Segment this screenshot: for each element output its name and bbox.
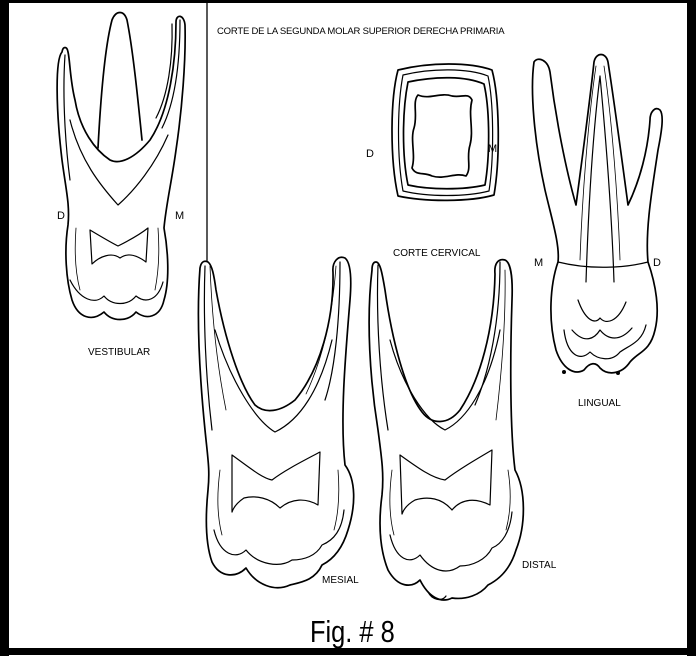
mesial-crown-right-line bbox=[334, 470, 339, 530]
cervical-distal-mark: D bbox=[366, 148, 374, 160]
frame-top-edge bbox=[0, 0, 696, 3]
vestibular-left-root-line bbox=[64, 55, 70, 180]
cervical-label: CORTE CERVICAL bbox=[393, 248, 481, 259]
vestibular-tooth bbox=[57, 13, 185, 320]
distal-right-root-line-2 bbox=[496, 270, 505, 420]
mesial-pulp-chamber bbox=[232, 452, 320, 512]
vestibular-crown-left-line bbox=[75, 228, 80, 290]
lingual-label: LINGUAL bbox=[578, 398, 621, 409]
vestibular-label: VESTIBULAR bbox=[88, 347, 150, 358]
vestibular-crown-right-line bbox=[155, 228, 159, 290]
mesial-outline bbox=[198, 257, 353, 587]
figure-title: CORTE DE LA SEGUNDA MOLAR SUPERIOR DEREC… bbox=[217, 26, 505, 37]
cervical-pulp bbox=[412, 95, 472, 177]
frame-right-edge bbox=[687, 0, 696, 656]
lingual-cervical-line bbox=[558, 262, 648, 267]
mesial-tooth bbox=[198, 257, 353, 587]
mesial-crown-left-line bbox=[218, 470, 222, 535]
frame-left-edge bbox=[0, 0, 9, 656]
vestibular-distal-mark: D bbox=[57, 210, 65, 222]
figure-caption: Fig. # 8 bbox=[310, 615, 395, 650]
distal-enamel-line bbox=[390, 512, 512, 571]
lingual-tooth bbox=[532, 55, 662, 376]
lingual-root-canal bbox=[586, 76, 614, 282]
cervical-section bbox=[392, 64, 498, 200]
vestibular-right-root-line-2 bbox=[156, 24, 172, 118]
lingual-mesial-mark: M bbox=[534, 257, 543, 269]
mesial-dentin-line bbox=[215, 330, 332, 432]
lingual-pulp-floor bbox=[572, 328, 632, 339]
vestibular-mesial-mark: M bbox=[175, 210, 184, 222]
vestibular-palatal-root bbox=[98, 13, 142, 149]
lingual-distal-mark: D bbox=[653, 257, 661, 269]
distal-label: DISTAL bbox=[522, 560, 557, 571]
lingual-pulp-chamber bbox=[578, 300, 626, 321]
distal-tooth bbox=[369, 260, 523, 600]
vestibular-pulp-chamber bbox=[90, 228, 148, 264]
mesial-label: MESIAL bbox=[322, 575, 359, 586]
lingual-enamel-line bbox=[564, 325, 646, 359]
vestibular-right-root-line bbox=[162, 20, 180, 128]
lingual-mark-dot bbox=[562, 370, 566, 374]
mesial-enamel-line bbox=[214, 510, 344, 564]
distal-right-root-line bbox=[475, 262, 500, 405]
distal-crown-left-line bbox=[390, 470, 394, 535]
lingual-mark-dot bbox=[616, 371, 620, 375]
distal-crown-right-line bbox=[506, 470, 510, 530]
vestibular-outline bbox=[57, 16, 185, 319]
distal-pulp-chamber bbox=[400, 450, 492, 514]
vestibular-enamel-line bbox=[70, 280, 163, 304]
vestibular-dentin-line bbox=[70, 120, 168, 205]
distal-left-root-line bbox=[377, 265, 388, 430]
cervical-mesial-mark: M bbox=[488, 143, 497, 155]
